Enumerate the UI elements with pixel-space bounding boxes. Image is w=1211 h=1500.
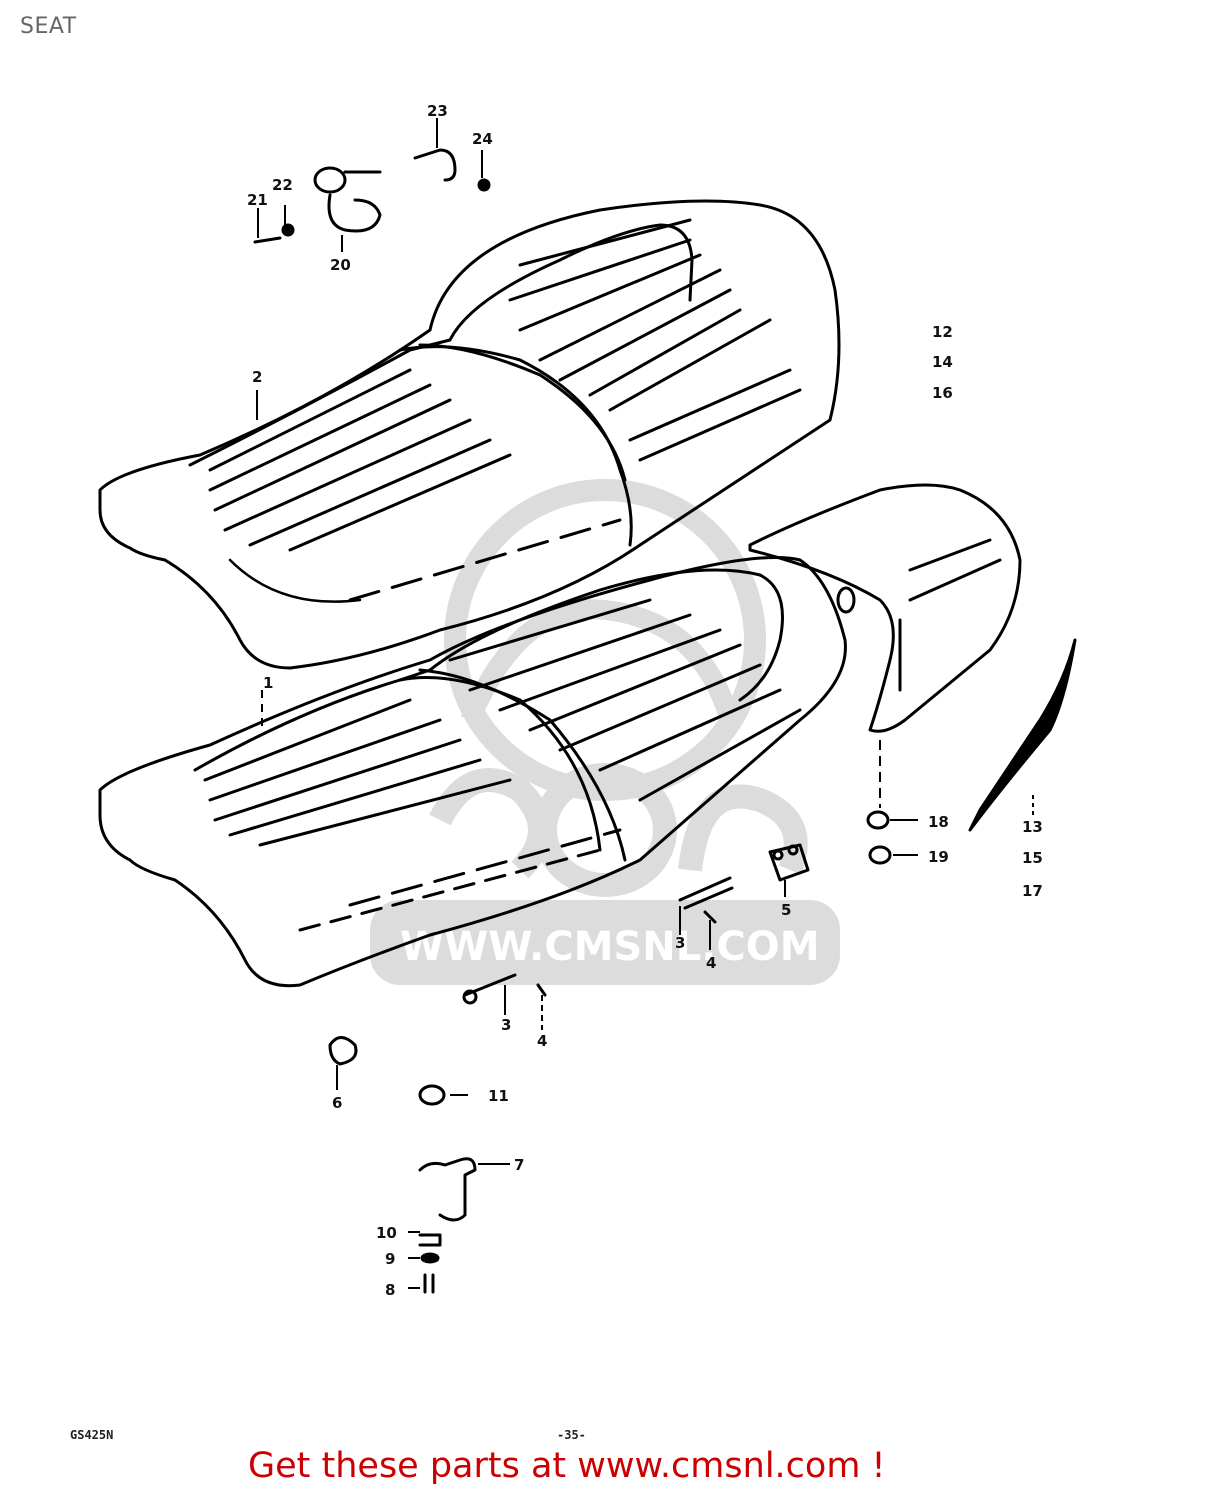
callout-1: 1 [263,674,273,692]
callout-13: 13 [1022,818,1043,836]
callout-20: 20 [330,256,351,274]
callout-7: 7 [514,1156,524,1174]
callout-12: 12 [932,323,953,341]
watermark-text: WWW.CMSNL.COM [400,924,820,970]
callout-23: 23 [427,102,448,120]
callout-18: 18 [928,813,949,831]
callout-8: 8 [385,1281,395,1299]
callout-19: 19 [928,848,949,866]
callout-11: 11 [488,1087,509,1105]
callout-15: 15 [1022,849,1043,867]
callout-9: 9 [385,1250,395,1268]
callout-4a: 4 [706,954,716,972]
callout-2: 2 [252,368,262,386]
page-title: SEAT [20,14,77,39]
callout-3b: 3 [501,1016,511,1034]
callout-14: 14 [932,353,953,371]
callout-10: 10 [376,1224,397,1242]
callout-21: 21 [247,191,268,209]
cmsnl-watermark: WWW.CMSNL.COM [370,479,840,985]
callout-5: 5 [781,901,791,919]
page-number: -35- [557,1428,586,1442]
callout-4b: 4 [537,1032,547,1050]
callout-16: 16 [932,384,953,402]
callout-6: 6 [332,1094,342,1112]
diagram-code: GS425N [70,1428,114,1442]
callout-17: 17 [1022,882,1043,900]
callout-3a: 3 [675,934,685,952]
callout-24: 24 [472,130,493,148]
callout-22: 22 [272,176,293,194]
part-callouts: 1 2 3 4 3 4 5 6 7 8 9 10 11 12 13 14 15 … [247,102,1043,1299]
get-parts-link[interactable]: Get these parts at www.cmsnl.com ! [248,1446,886,1486]
